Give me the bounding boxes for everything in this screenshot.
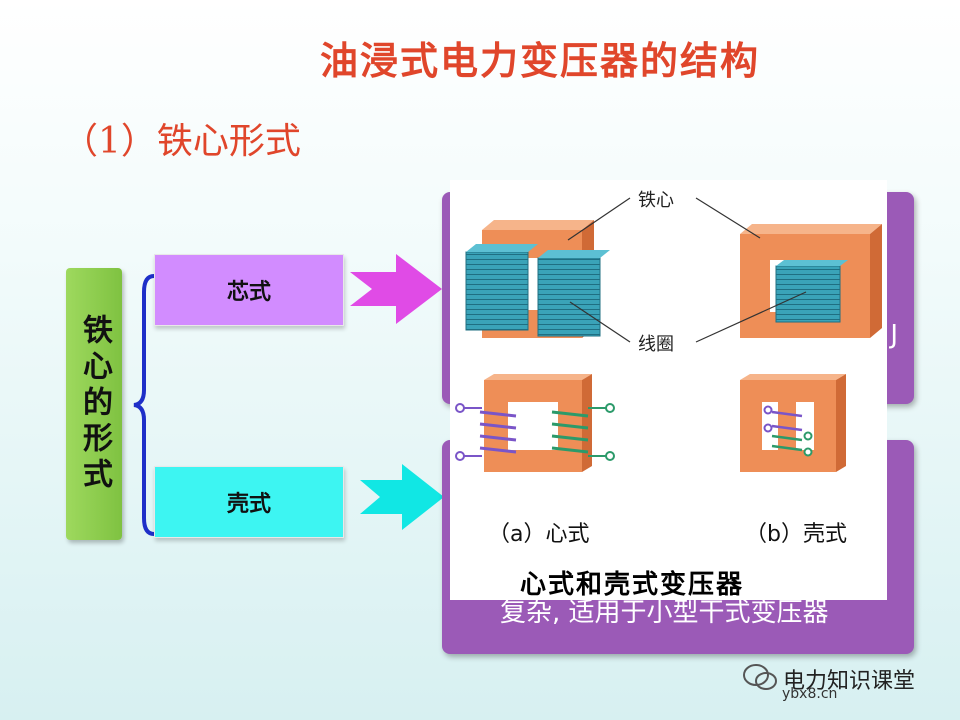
watermark-url: ybx8.cn <box>782 686 838 702</box>
caption-core-type: （a）心式 <box>488 522 590 547</box>
transformer-illustration <box>455 197 882 472</box>
shell-type-3d <box>740 224 882 338</box>
shell-description-text: 复杂, 适用于小型干式变压器 <box>500 598 829 628</box>
section-subtitle: （1）铁心形式 <box>62 121 301 162</box>
shell-arrow-icon <box>360 464 444 530</box>
slide-title: 油浸式电力变压器的结构 <box>319 38 760 83</box>
core-form-label: 铁心的形式 <box>77 314 112 494</box>
figure-title: 心式和壳式变压器 <box>520 570 745 600</box>
core-description-text: J <box>890 320 898 350</box>
core-form-label-box: 铁心的形式 <box>66 268 122 540</box>
wechat-icon <box>743 664 777 690</box>
iron-core-label: 铁心 <box>638 190 674 211</box>
core-type-schematic <box>455 374 615 472</box>
coil-label: 线圈 <box>638 334 674 355</box>
core-type-box: 芯式 <box>154 254 344 326</box>
watermark-text: 电力知识课堂 <box>783 669 916 694</box>
core-arrow-icon <box>350 254 442 324</box>
transformer-figure: 铁心 线圈 <box>450 180 887 600</box>
caption-shell-type: （b）壳式 <box>745 522 847 547</box>
bracket <box>133 274 155 536</box>
core-type-3d <box>465 220 610 338</box>
shell-type-schematic <box>740 374 846 472</box>
shell-type-box: 壳式 <box>154 466 344 538</box>
